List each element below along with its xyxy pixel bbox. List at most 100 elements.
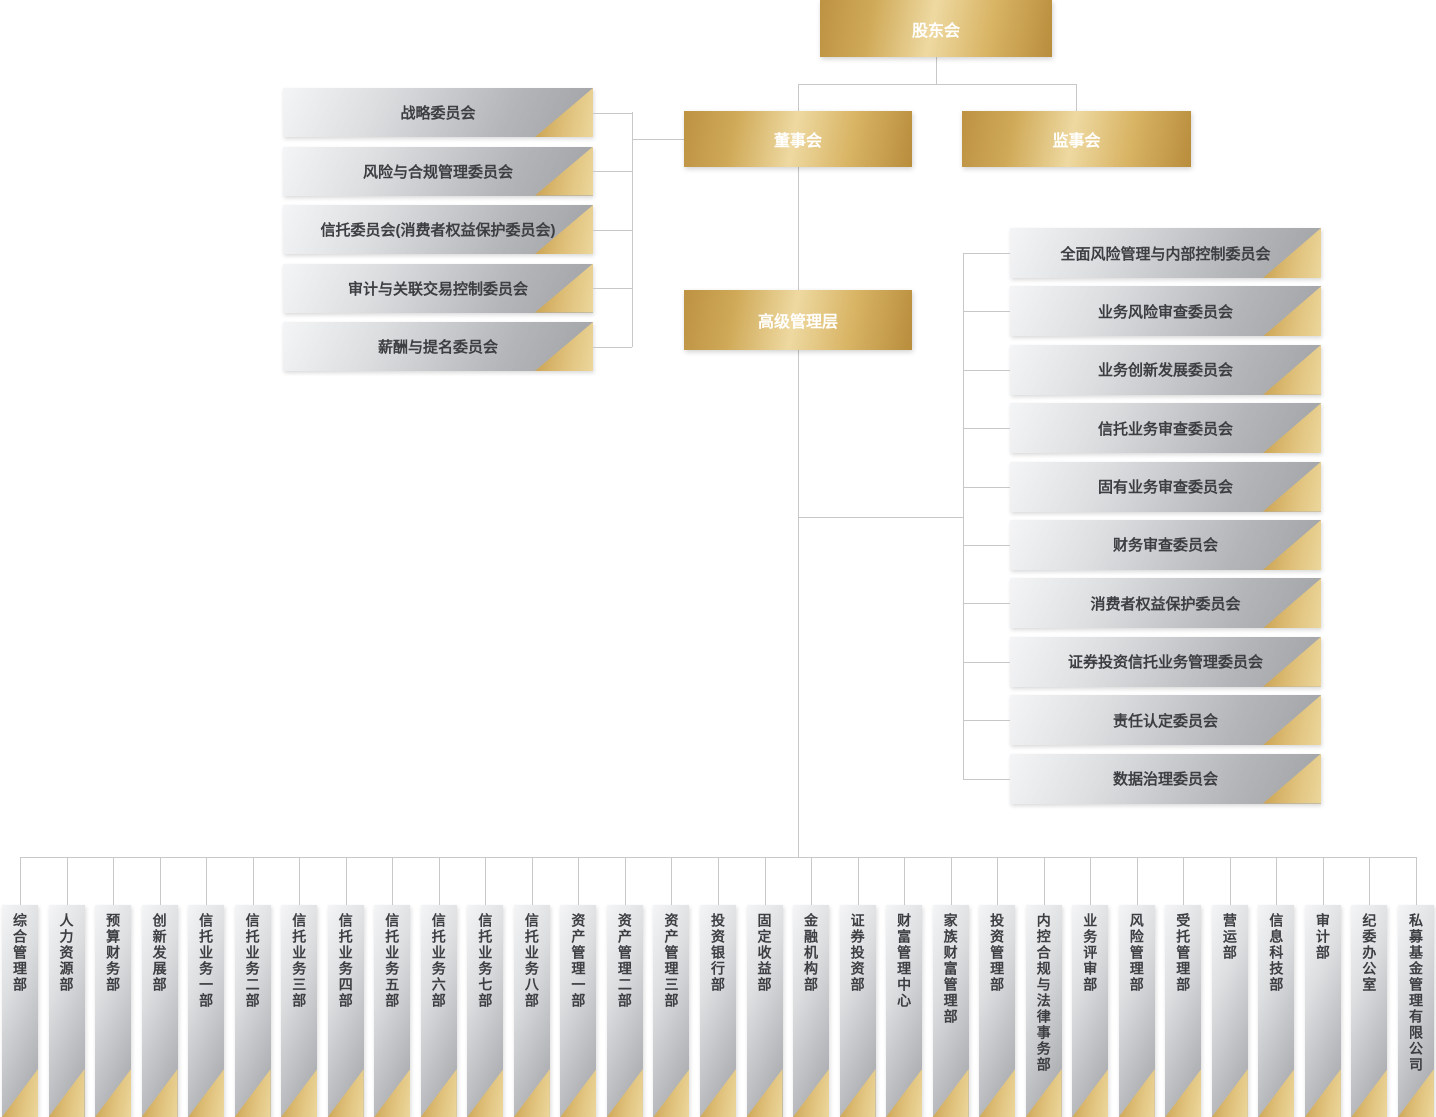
department-item: 资产管理二部 [606,857,643,1117]
department-item: 投资管理部 [979,857,1016,1117]
node-senior-management: 高级管理层 [684,290,912,350]
management-committee-item: 数据治理委员会 [963,753,1321,804]
management-committee-item: 固有业务审查委员会 [963,461,1321,512]
node-label: 监事会 [1052,133,1101,150]
committee-label: 薪酬与提名委员会 [377,339,498,356]
department-item: 受托管理部 [1165,857,1202,1117]
department-item: 资产管理一部 [560,857,597,1117]
connector-mgmt-committees-rail [963,253,964,779]
gold-corner-decoration [1263,344,1321,395]
department-item: 财富管理中心 [886,857,923,1117]
gold-corner-decoration [560,1069,597,1117]
gold-corner-decoration [746,1069,783,1117]
department-label: 证券投资部 [849,913,866,993]
board-committee-item: 审计与关联交易控制委员会 [283,263,632,313]
gold-corner-decoration [188,1069,225,1117]
management-committee-item: 责任认定委员会 [963,695,1321,746]
department-item: 资产管理三部 [653,857,690,1117]
department-item: 信托业务八部 [513,857,550,1117]
management-committee-item: 消费者权益保护委员会 [963,578,1321,629]
committee-label: 业务风险审查委员会 [1097,303,1233,321]
department-label: 资产管理二部 [616,913,633,1009]
department-label: 资产管理一部 [570,913,587,1009]
department-item: 信息科技部 [1258,857,1295,1117]
board-committee-item: 薪酬与提名委员会 [283,322,632,371]
committee-label: 审计与关联交易控制委员会 [347,280,528,298]
gold-corner-decoration [1263,228,1321,278]
department-label: 创新发展部 [151,913,168,993]
management-committee-item: 业务创新发展委员会 [963,344,1321,395]
department-item: 纪委办公室 [1351,857,1388,1117]
node-label: 股东会 [911,22,960,40]
gold-corner-decoration [1397,1069,1434,1117]
department-item: 信托业务二部 [234,857,271,1117]
department-label: 综合管理部 [12,913,28,993]
department-label: 信息科技部 [1268,913,1285,993]
connector-level2-rail [798,84,1076,85]
gold-corner-decoration [374,1069,411,1117]
gold-corner-decoration [2,1069,38,1117]
node-shareholders-meeting: 股东会 [820,0,1052,57]
gold-corner-decoration [1211,1069,1248,1117]
department-item: 信托业务一部 [188,857,225,1117]
department-label: 预算财务部 [105,913,122,993]
board-committees-group: 战略委员会 风险与合规管理委员会 信托委员会(消费者权益保护委员会) 审计与关联… [283,88,632,371]
management-committee-item: 信托业务审查委员会 [963,403,1321,454]
department-label: 审计部 [1314,913,1331,961]
department-label: 营运部 [1221,913,1238,961]
department-label: 纪委办公室 [1361,913,1378,993]
gold-corner-decoration [535,88,593,137]
management-committee-item: 全面风险管理与内部控制委员会 [963,228,1321,278]
management-committee-item: 财务审查委员会 [963,519,1321,570]
connector-management-to-departments [798,350,799,857]
gold-corner-decoration [513,1069,550,1117]
department-label: 固定收益部 [756,913,773,993]
management-committee-item: 证券投资信托业务管理委员会 [963,636,1321,687]
node-label: 董事会 [773,133,822,150]
gold-corner-decoration [1263,461,1321,512]
department-item: 家族财富管理部 [932,857,969,1117]
department-item: 信托业务六部 [420,857,457,1117]
department-label: 投资银行部 [709,913,726,993]
node-board-of-directors: 董事会 [684,111,912,167]
gold-corner-decoration [467,1069,504,1117]
department-label: 人力资源部 [58,913,75,993]
connector-board-committees-link [632,139,684,140]
department-item: 风险管理部 [1118,857,1155,1117]
gold-corner-decoration [1263,403,1321,454]
connector-board-drop [798,84,799,111]
department-item: 私募基金管理有限公司 [1397,857,1434,1117]
connector-supervisory-drop [1076,84,1077,111]
department-item: 综合管理部 [2,857,38,1117]
committee-label: 财务审查委员会 [1112,537,1218,555]
gold-corner-decoration [1025,1069,1062,1117]
management-committees-group: 全面风险管理与内部控制委员会 业务风险审查委员会 业务创新发展委员会 信托业务审… [963,228,1321,804]
gold-corner-decoration [653,1069,690,1117]
gold-corner-decoration [535,146,593,196]
connector-board-committees-rail [632,112,633,347]
gold-corner-decoration [793,1069,830,1117]
gold-corner-decoration [420,1069,457,1117]
gold-corner-decoration [327,1069,364,1117]
department-label: 私募基金管理有限公司 [1407,913,1424,1073]
department-label: 信托业务一部 [198,913,215,1009]
gold-corner-decoration [281,1069,318,1117]
department-label: 业务评审部 [1082,913,1099,993]
gold-corner-decoration [606,1069,643,1117]
department-label: 家族财富管理部 [942,913,959,1025]
gold-corner-decoration [234,1069,271,1117]
committee-label: 责任认定委员会 [1112,712,1218,730]
department-item: 业务评审部 [1072,857,1109,1117]
gold-corner-decoration [535,322,593,371]
committee-label: 数据治理委员会 [1112,771,1218,789]
department-item: 审计部 [1304,857,1341,1117]
department-label: 资产管理三部 [663,913,680,1009]
department-label: 受托管理部 [1175,913,1192,993]
committee-label: 消费者权益保护委员会 [1090,595,1241,613]
node-label: 高级管理层 [757,314,838,331]
connector-mgmt-committees-link [798,517,963,518]
gold-corner-decoration [979,1069,1016,1117]
gold-corner-decoration [535,263,593,313]
board-committee-item: 风险与合规管理委员会 [283,146,632,196]
